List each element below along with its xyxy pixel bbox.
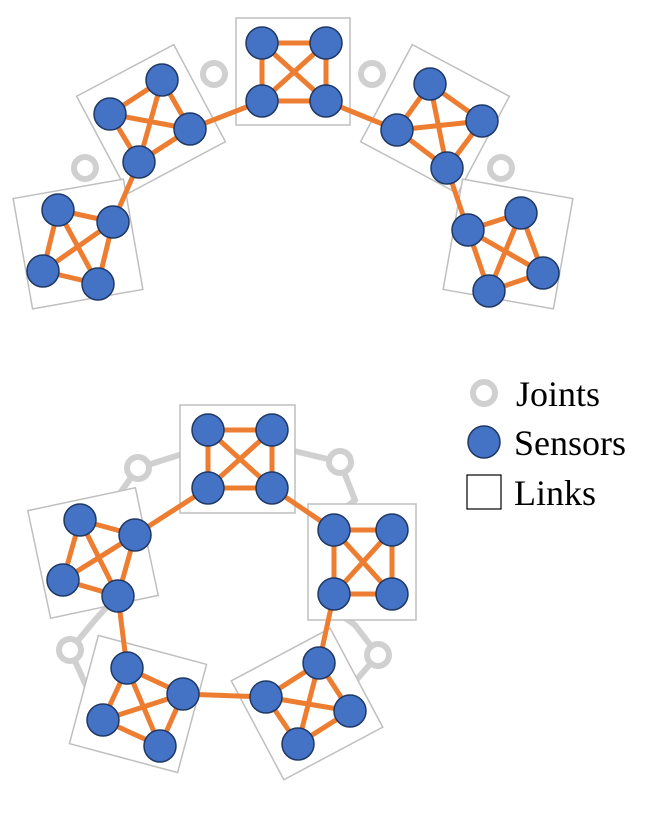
sensor-node <box>333 694 367 728</box>
sensor-node <box>143 729 177 763</box>
sensor-node <box>101 579 135 613</box>
sensor-node <box>245 26 279 60</box>
joint-icon <box>124 454 152 482</box>
sensor-node <box>430 151 464 185</box>
sensor-node <box>375 577 409 611</box>
sensor-node <box>191 413 225 447</box>
sensor-node <box>145 63 179 97</box>
sensor-node <box>255 471 289 505</box>
ring-chain <box>26 404 417 781</box>
sensor-node <box>110 651 144 685</box>
joint-icon <box>326 448 354 476</box>
legend-sensors-label: Sensors <box>514 423 626 463</box>
sensor-node <box>380 113 414 147</box>
sensor-node <box>309 84 343 118</box>
arc-joints <box>71 60 515 182</box>
joint-icon <box>487 154 515 182</box>
joint-legend-icon <box>470 379 498 407</box>
sensor-node <box>96 205 130 239</box>
sensor-node <box>166 677 200 711</box>
sensor-node <box>118 518 152 552</box>
sensor-node <box>465 104 499 138</box>
legend-joints: Joints <box>470 374 600 414</box>
sensor-node <box>41 193 75 227</box>
sensor-node <box>472 274 506 308</box>
sensor-node <box>26 254 60 288</box>
sensor-node <box>255 413 289 447</box>
arc-sensors <box>26 26 560 308</box>
sensor-node <box>526 256 560 290</box>
legend-sensors: Sensors <box>467 423 626 463</box>
sensor-node <box>249 680 283 714</box>
sensor-node <box>504 196 538 230</box>
sensor-node <box>375 513 409 547</box>
joint-icon <box>200 60 228 88</box>
sensor-legend-icon <box>467 425 501 459</box>
legend-joints-label: Joints <box>516 374 600 414</box>
arc-chain <box>12 17 574 310</box>
legend-links: Links <box>466 473 596 513</box>
sensor-node <box>413 67 447 101</box>
joint-icon <box>358 60 386 88</box>
legend-links-label: Links <box>514 473 596 513</box>
ring-joints <box>56 448 392 669</box>
sensor-node <box>281 727 315 761</box>
sensor-node <box>173 112 207 146</box>
sensor-node <box>309 26 343 60</box>
joint-icon <box>56 636 84 664</box>
link-legend-icon <box>466 474 502 510</box>
sensor-node <box>93 97 127 131</box>
sensor-node <box>81 267 115 301</box>
sensor-node <box>317 513 351 547</box>
sensor-node <box>317 577 351 611</box>
sensor-node <box>46 563 80 597</box>
sensor-node <box>302 646 336 680</box>
link-box <box>26 486 160 620</box>
sensor-node <box>122 145 156 179</box>
ring-sensors <box>46 413 409 763</box>
sensor-node <box>191 471 225 505</box>
sensor-node <box>451 213 485 247</box>
joint-icon <box>71 154 99 182</box>
sensor-node <box>63 503 97 537</box>
joint-icon <box>364 641 392 669</box>
legend: Joints Sensors Links <box>466 374 626 513</box>
sensor-node <box>86 703 120 737</box>
sensor-node <box>245 84 279 118</box>
